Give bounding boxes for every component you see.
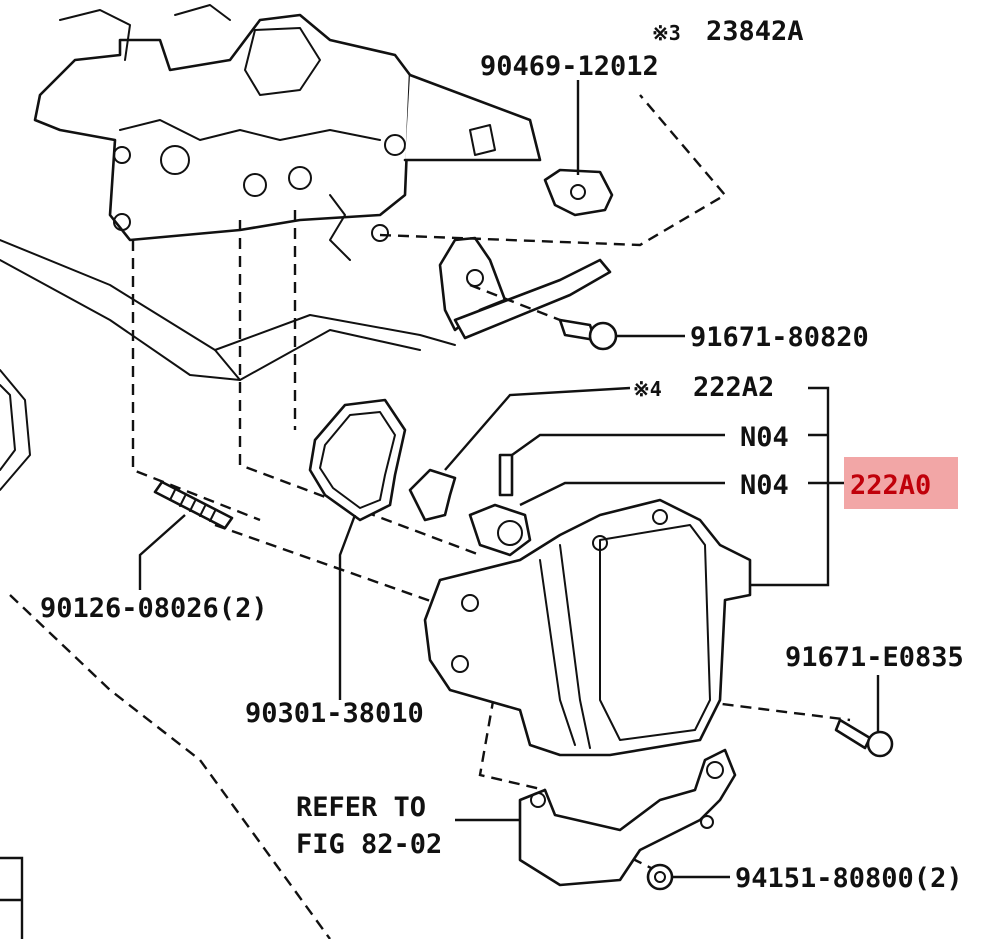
bolt-91671-80820-drawing (558, 318, 618, 351)
intake-manifold-drawing (0, 4, 614, 491)
part-number-91671-80820[interactable]: 91671-80820 (690, 322, 869, 353)
label-23842A[interactable]: ※3 23842A (652, 16, 804, 47)
stud-bolt-drawing (153, 480, 234, 530)
clip-222A2-drawing (408, 468, 457, 522)
part-number-N04-bushing[interactable]: N04 (740, 470, 789, 501)
fig-reference-text: FIG 82-02 (296, 829, 442, 860)
egr-actuator-drawing (423, 498, 752, 757)
part-number-90301-38010[interactable]: 90301-38010 (245, 698, 424, 729)
refer-to-fig-link[interactable]: REFER TO FIG 82-02 (296, 792, 442, 860)
table-fragment (0, 856, 24, 939)
part-number-222A0: 222A0 (850, 470, 931, 501)
part-number-90469-12012[interactable]: 90469-12012 (480, 51, 659, 82)
highlight-box (844, 457, 958, 509)
part-number-222A2: 222A2 (693, 372, 774, 403)
gasket-drawing (308, 398, 407, 522)
part-number-90126-08026[interactable]: 90126-08026(2) (40, 593, 268, 624)
part-number-23842A: 23842A (706, 16, 804, 47)
part-number-N04-pin[interactable]: N04 (740, 422, 789, 453)
label-222A2[interactable]: ※4 222A2 (633, 372, 774, 403)
part-number-91671-E0835[interactable]: 91671-E0835 (785, 642, 964, 673)
callout-lines (138, 80, 880, 879)
assembly-dashed-lines (9, 94, 851, 940)
bolt-91671-E0835-drawing (834, 718, 894, 758)
bushing-N04-drawing (468, 503, 532, 557)
part-number-94151-80800[interactable]: 94151-80800(2) (735, 863, 963, 894)
note3-mark: ※3 (652, 21, 681, 45)
nut-94151-drawing (646, 863, 674, 891)
label-222A0-highlighted[interactable]: 222A0 (844, 457, 958, 509)
refer-to-text: REFER TO (296, 792, 426, 823)
bracket-drawing (518, 748, 737, 887)
pin-N04-drawing (498, 453, 514, 497)
note4-mark: ※4 (633, 377, 662, 401)
